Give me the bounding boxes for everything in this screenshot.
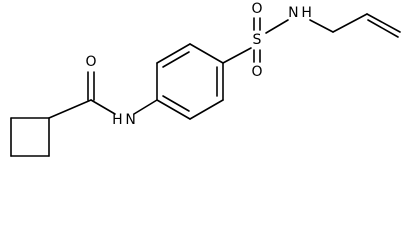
sulfur-atom-label: S	[253, 32, 262, 48]
sulfonamide-nitrogen-label: N H	[288, 5, 312, 21]
bond	[48, 99, 92, 119]
amide-nitrogen-label: H N	[112, 112, 136, 128]
sulfonyl-oxygen-bottom-label: O	[251, 64, 262, 80]
sulfonyl-oxygen-top-label: O	[251, 1, 262, 17]
bond	[156, 99, 191, 120]
bond	[189, 43, 224, 64]
oxygen-atom-label: O	[85, 54, 96, 70]
bond	[189, 99, 224, 120]
allyl-chain	[309, 13, 401, 38]
aromatic-inner-bond	[162, 95, 190, 112]
double-bond	[366, 13, 401, 33]
sulfonyl-group	[222, 17, 289, 64]
bond	[90, 99, 116, 115]
aromatic-inner-bond	[162, 51, 190, 68]
benzene-ring	[156, 43, 224, 120]
cyclobutane-ring	[10, 117, 50, 157]
double-bond	[367, 19, 399, 38]
amide-group	[48, 71, 158, 119]
bond	[332, 13, 368, 33]
bond	[133, 99, 158, 115]
bond	[265, 19, 289, 34]
bond	[309, 19, 334, 33]
bond	[222, 47, 252, 64]
chemical-structure-drawing: O H N S O O N H	[10, 1, 401, 157]
bond	[156, 43, 191, 64]
